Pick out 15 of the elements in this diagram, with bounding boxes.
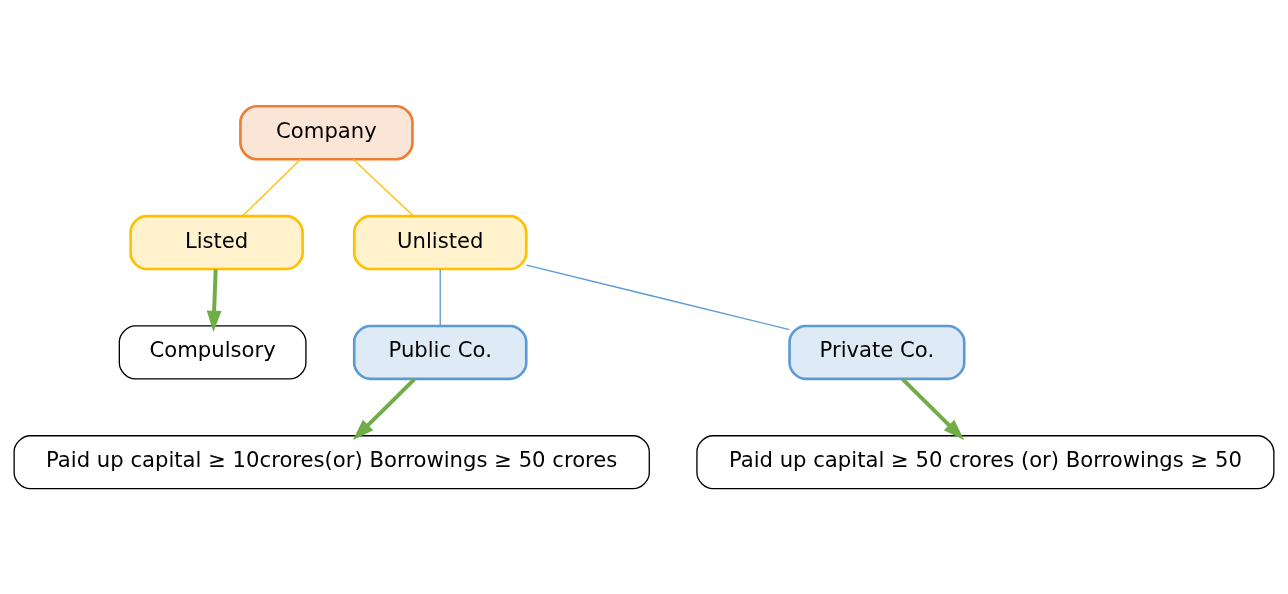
node-box: Unlisted: [352, 214, 528, 270]
connector: [241, 158, 302, 217]
arrow: [901, 377, 965, 440]
arrow: [206, 268, 222, 332]
node-box: Private Co.: [788, 324, 966, 380]
node-box: Listed: [129, 214, 304, 270]
connector: [439, 268, 441, 327]
connector: [525, 263, 790, 330]
node-box: Company: [239, 104, 414, 161]
node-box: Public Co.: [352, 324, 528, 380]
connector: [352, 158, 415, 217]
node-box: Paid up capital ≥ 10crores(or) Borrowings ≥ 50 crores: [13, 434, 650, 489]
node-box: Paid up capital ≥ 50 crores (or) Borrowings ≥ 50: [696, 434, 1275, 489]
node-box: Compulsory: [118, 324, 307, 380]
arrow: [352, 377, 416, 440]
